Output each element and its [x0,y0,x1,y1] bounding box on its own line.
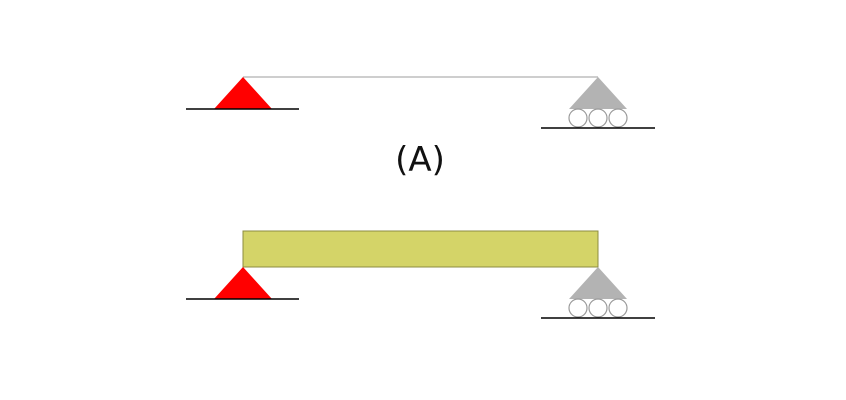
roller-wheel-icon [568,298,588,318]
roller-wheel-icon [608,108,628,128]
roller-wheel-icon [568,108,588,128]
pin-support-icon [214,77,272,109]
roller-support-icon [569,77,627,109]
roller-wheel-icon [588,108,608,128]
bottom-roller-support [541,267,655,319]
figure-caption: (A) [395,140,445,180]
top-beam-assembly [186,76,655,129]
bottom-pinned-support [186,267,299,300]
top-roller-support [541,77,655,129]
bottom-beam-assembly [186,230,655,319]
solid-beam [242,230,599,268]
top-pinned-support [186,77,299,110]
roller-support-icon [569,267,627,299]
roller-wheel-icon [588,298,608,318]
pin-support-icon [214,267,272,299]
roller-wheel-icon [608,298,628,318]
